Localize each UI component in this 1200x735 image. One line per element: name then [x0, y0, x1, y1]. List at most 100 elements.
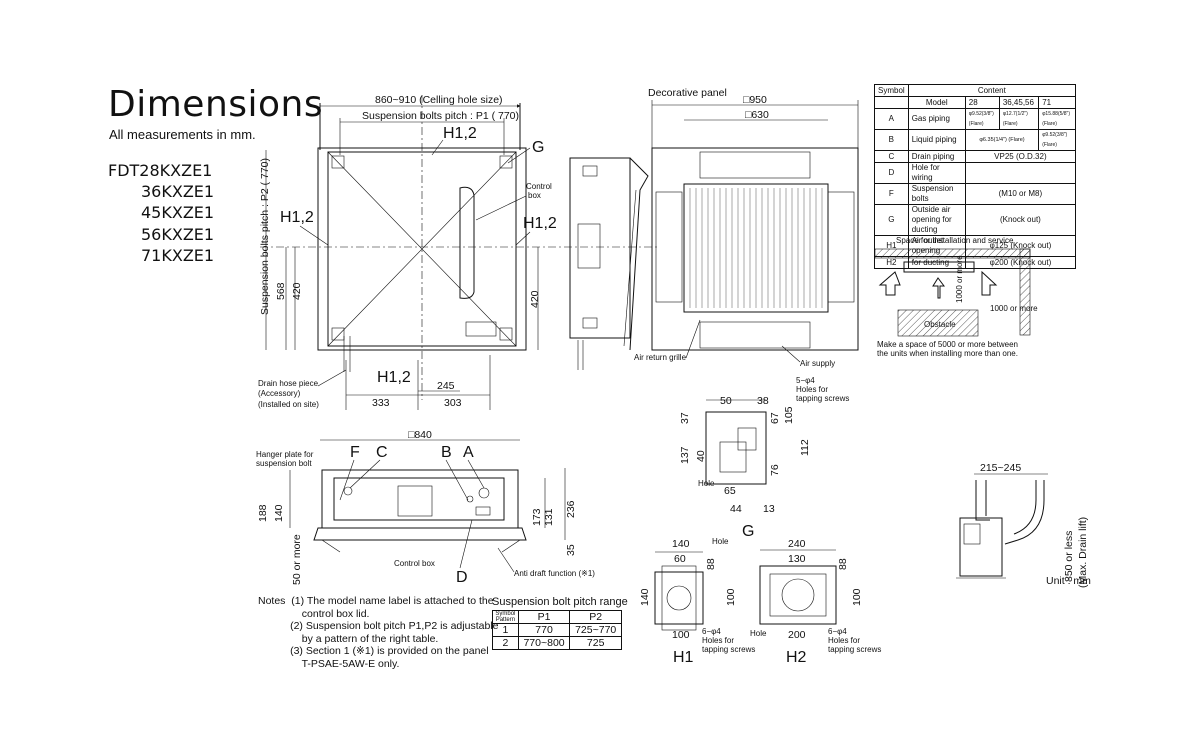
- h2-holes: tapping screws: [828, 645, 881, 654]
- g-holes: Holes for: [796, 385, 828, 394]
- spec-sym: B: [874, 129, 909, 151]
- p1-label: Suspension bolts pitch : P1 ( 770): [362, 110, 519, 122]
- spec-name: Air outlet opening: [907, 235, 966, 257]
- pitch-cell: 725~770: [569, 623, 622, 637]
- note-line: control box lid.: [258, 607, 370, 620]
- control-box-label: box: [528, 191, 541, 200]
- units-subtitle: All measurements in mm.: [109, 127, 256, 142]
- p2-label: Suspension bolts pitch : P2 ( 770): [259, 158, 271, 315]
- dim-173: 173: [531, 508, 543, 526]
- h1-dim: 60: [674, 553, 686, 565]
- spec-val: [964, 162, 1077, 184]
- h2-dim: 200: [788, 629, 806, 641]
- h12-label-right: H1,2: [523, 215, 557, 232]
- dim-420-left: 420: [291, 282, 303, 300]
- dim-188: 188: [257, 504, 269, 522]
- g-dim: 37: [679, 412, 691, 424]
- dim-140: 140: [273, 504, 285, 522]
- model-name: 45KXZE1: [141, 203, 215, 222]
- note-line: (3) Section 1 (※1) is provided on the pa…: [258, 645, 489, 657]
- letter-f: F: [350, 444, 360, 461]
- pitch-cell: 725: [569, 636, 622, 650]
- h2-dim: 100: [851, 588, 863, 606]
- g-dim: 76: [769, 464, 781, 476]
- spec-val: (M10 or M8): [964, 183, 1077, 205]
- pitch-corner: Symbol: [495, 611, 516, 617]
- g-dim: 67: [769, 412, 781, 424]
- note-line: Notes (1) The model name label is attach…: [258, 595, 494, 607]
- side-elevation-view: □840 Hanger plate for suspension bolt F …: [256, 429, 595, 586]
- h1-detail-label: H1: [673, 649, 694, 666]
- note-line: by a pattern of the right table.: [258, 632, 439, 645]
- spec-model: 28: [964, 96, 1000, 109]
- g-dim: 40: [695, 450, 707, 462]
- dim-303: 303: [444, 397, 462, 409]
- spec-name: Suspension bolts: [907, 183, 966, 205]
- drain-lift-diagram: 215~245 850 or less (Max. Drain lift) Un…: [956, 462, 1091, 588]
- pitch-col: P1: [517, 610, 571, 624]
- g-dim: 137: [679, 446, 691, 464]
- h2-dim: 240: [788, 538, 806, 550]
- g-holes: 5−φ4: [796, 376, 815, 385]
- h2-detail-label: H2: [786, 649, 807, 666]
- drain-hose-label: Drain hose piece: [258, 379, 319, 388]
- spec-model: 71: [1038, 96, 1076, 109]
- pitch-col: P2: [569, 610, 622, 624]
- h12-label-top: H1,2: [443, 125, 477, 142]
- dim-245: 245: [437, 380, 455, 392]
- g-hole-label: Hole: [698, 479, 715, 488]
- h12-label-bottom: H1,2: [377, 369, 411, 386]
- drain-lift-dim: 215~245: [980, 462, 1021, 474]
- dim-131: 131: [543, 508, 555, 526]
- panel-950: □950: [743, 94, 767, 106]
- spec-header: Content: [907, 84, 1077, 97]
- spec-model: 36,45,56: [998, 96, 1040, 109]
- spec-model: Model: [907, 96, 966, 109]
- g-holes: tapping screws: [796, 394, 849, 403]
- letter-b: B: [441, 444, 452, 461]
- h1-opening-detail: 140 60 88 140 100 100 Hole 6−φ4 Holes fo…: [639, 537, 755, 666]
- side-profile: [569, 157, 649, 370]
- pitch-cell: 770: [517, 623, 571, 637]
- h2-holes: 6−φ4: [828, 627, 847, 636]
- h1-dim: 100: [672, 629, 690, 641]
- spec-val: VP25 (O.D.32): [964, 150, 1077, 163]
- h2-dim: 130: [788, 553, 806, 565]
- h2-opening-detail: 240 130 88 100 200 Hole 6−φ4 Holes for t…: [750, 538, 881, 666]
- spec-name: Liquid piping: [907, 129, 966, 151]
- pitch-table-title: Suspension bolt pitch range: [492, 596, 628, 608]
- model-name: 71KXZE1: [141, 246, 215, 265]
- h1-dim: 88: [705, 558, 717, 570]
- spec-val: φ9.52(3/8") (Flare): [964, 108, 1000, 130]
- letter-a: A: [463, 444, 474, 461]
- dim-420-right: 420: [529, 290, 541, 308]
- model-name: 36KXZE1: [141, 182, 215, 201]
- hanger-plate-label: Hanger plate for: [256, 450, 314, 459]
- h1-dim: 100: [725, 588, 737, 606]
- spec-val: φ125 (Knock out): [964, 235, 1077, 257]
- letter-d: D: [456, 569, 468, 586]
- spec-sym: H2: [874, 256, 909, 269]
- dim-35: 35: [565, 544, 577, 556]
- h1-holes: Holes for: [702, 636, 734, 645]
- drain-hose-label: (Installed on site): [258, 400, 319, 409]
- spec-name: Outside air opening for ducting: [907, 204, 966, 236]
- drain-hose-label: (Accessory): [258, 389, 301, 398]
- h1-holes: 6−φ4: [702, 627, 721, 636]
- spec-name: Gas piping: [907, 108, 966, 130]
- model-name: FDT28KXZE1: [108, 161, 213, 180]
- h2-dim: 88: [837, 558, 849, 570]
- h1-dim: 140: [639, 588, 651, 606]
- g-dim: 112: [799, 439, 811, 456]
- note-line: (2) Suspension bolt pitch P1,P2 is adjus…: [258, 620, 499, 632]
- spec-sym: H1: [874, 235, 909, 257]
- spec-sym: C: [874, 150, 909, 163]
- spec-val: φ12.7(1/2") (Flare): [998, 108, 1040, 130]
- g-opening-detail: 5−φ4 Holes for tapping screws 50 38 37 1…: [679, 376, 849, 540]
- space-1000-horizontal: 1000 or more: [990, 304, 1038, 313]
- space-note: the units when installing more than one.: [877, 349, 1018, 358]
- dim-333: 333: [372, 397, 390, 409]
- spec-name: Drain piping: [907, 150, 966, 163]
- air-supply-label: Air supply: [800, 359, 835, 368]
- g-dim: 44: [730, 503, 742, 515]
